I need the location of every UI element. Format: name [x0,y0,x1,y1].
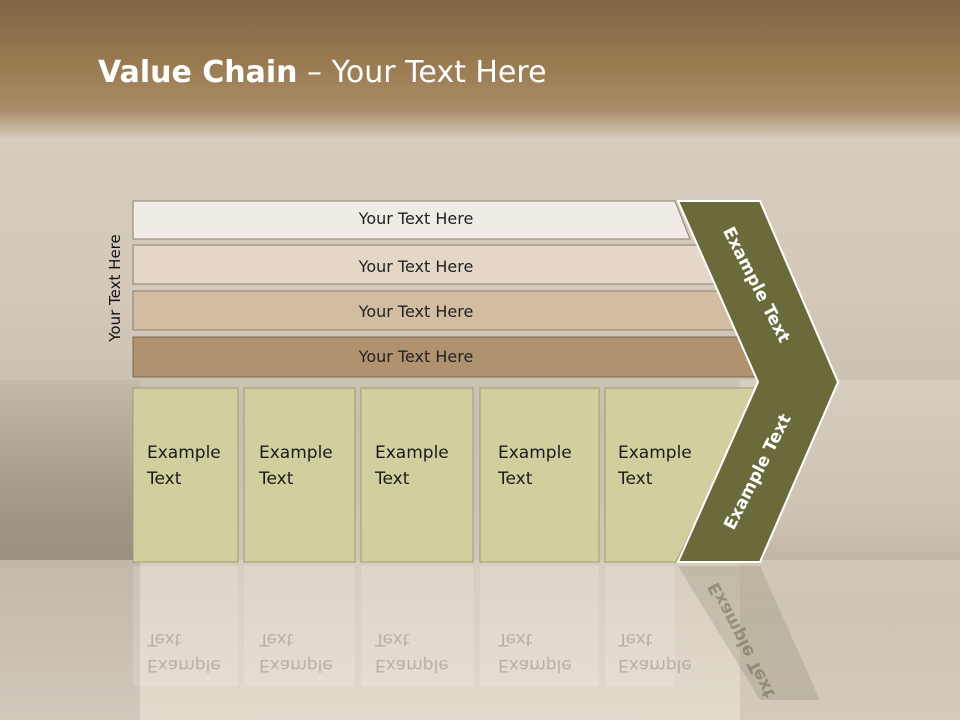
background-floor [0,560,960,720]
reflection-label-2-line1: Example [259,655,333,675]
reflection-label-3-line1: Example [375,655,449,675]
activity-box-2 [243,387,356,563]
bar-label-1: Your Text Here [358,209,474,228]
reflection-label-2-line2: Text [259,629,294,649]
reflection-box-2 [244,566,355,686]
activity-box-5 [604,387,761,563]
activity-label-3-line1: Example [375,443,449,463]
activity-label-1-line2: Text [147,469,182,489]
bar-label-2: Your Text Here [358,257,474,276]
reflection-box-5 [605,566,675,686]
activity-label-2-line1: Example [259,443,333,463]
reflection-label-1-line1: Example [147,655,221,675]
reflection-label-4-line1: Example [498,655,572,675]
reflection-label-3-line2: Text [375,629,410,649]
reflection-label-5-line2: Text [618,629,653,649]
reflection-label-3: Example Text [375,626,449,678]
activity-box-3 [360,387,474,563]
slide-title-bold: Value Chain [98,55,298,90]
slide-title: Value Chain – Your Text Here [98,55,547,90]
activity-label-1-line1: Example [147,443,221,463]
reflection-box-1 [133,566,238,686]
activity-label-5-line1: Example [618,443,692,463]
activity-label-5-line2: Text [618,469,653,489]
reflection-label-2: Example Text [259,626,333,678]
activity-label-4-line1: Example [498,443,572,463]
bar-label-3: Your Text Here [358,302,474,321]
activity-box-4 [479,387,600,563]
reflection-label-1-line2: Text [147,629,182,649]
activity-box-1 [132,387,239,563]
margin-chevron [676,200,840,563]
reflection-label-1: Example Text [147,626,221,678]
reflection-group [133,566,820,700]
bar-label-4: Your Text Here [358,347,474,366]
activity-label-4-line2: Text [498,469,533,489]
bar-1 [132,200,691,240]
slide-title-rest: – Your Text Here [297,55,547,90]
reflection-chevron [678,566,820,700]
reflection-label-4-line2: Text [498,629,533,649]
reflection-box-4 [480,566,599,686]
activity-label-2-line2: Text [259,469,294,489]
reflection-box-3 [361,566,473,686]
activity-label-3-line2: Text [375,469,410,489]
reflection-label-5: Example Text [618,626,692,678]
reflection-label-4: Example Text [498,626,572,678]
reflection-label-5-line1: Example [618,655,692,675]
